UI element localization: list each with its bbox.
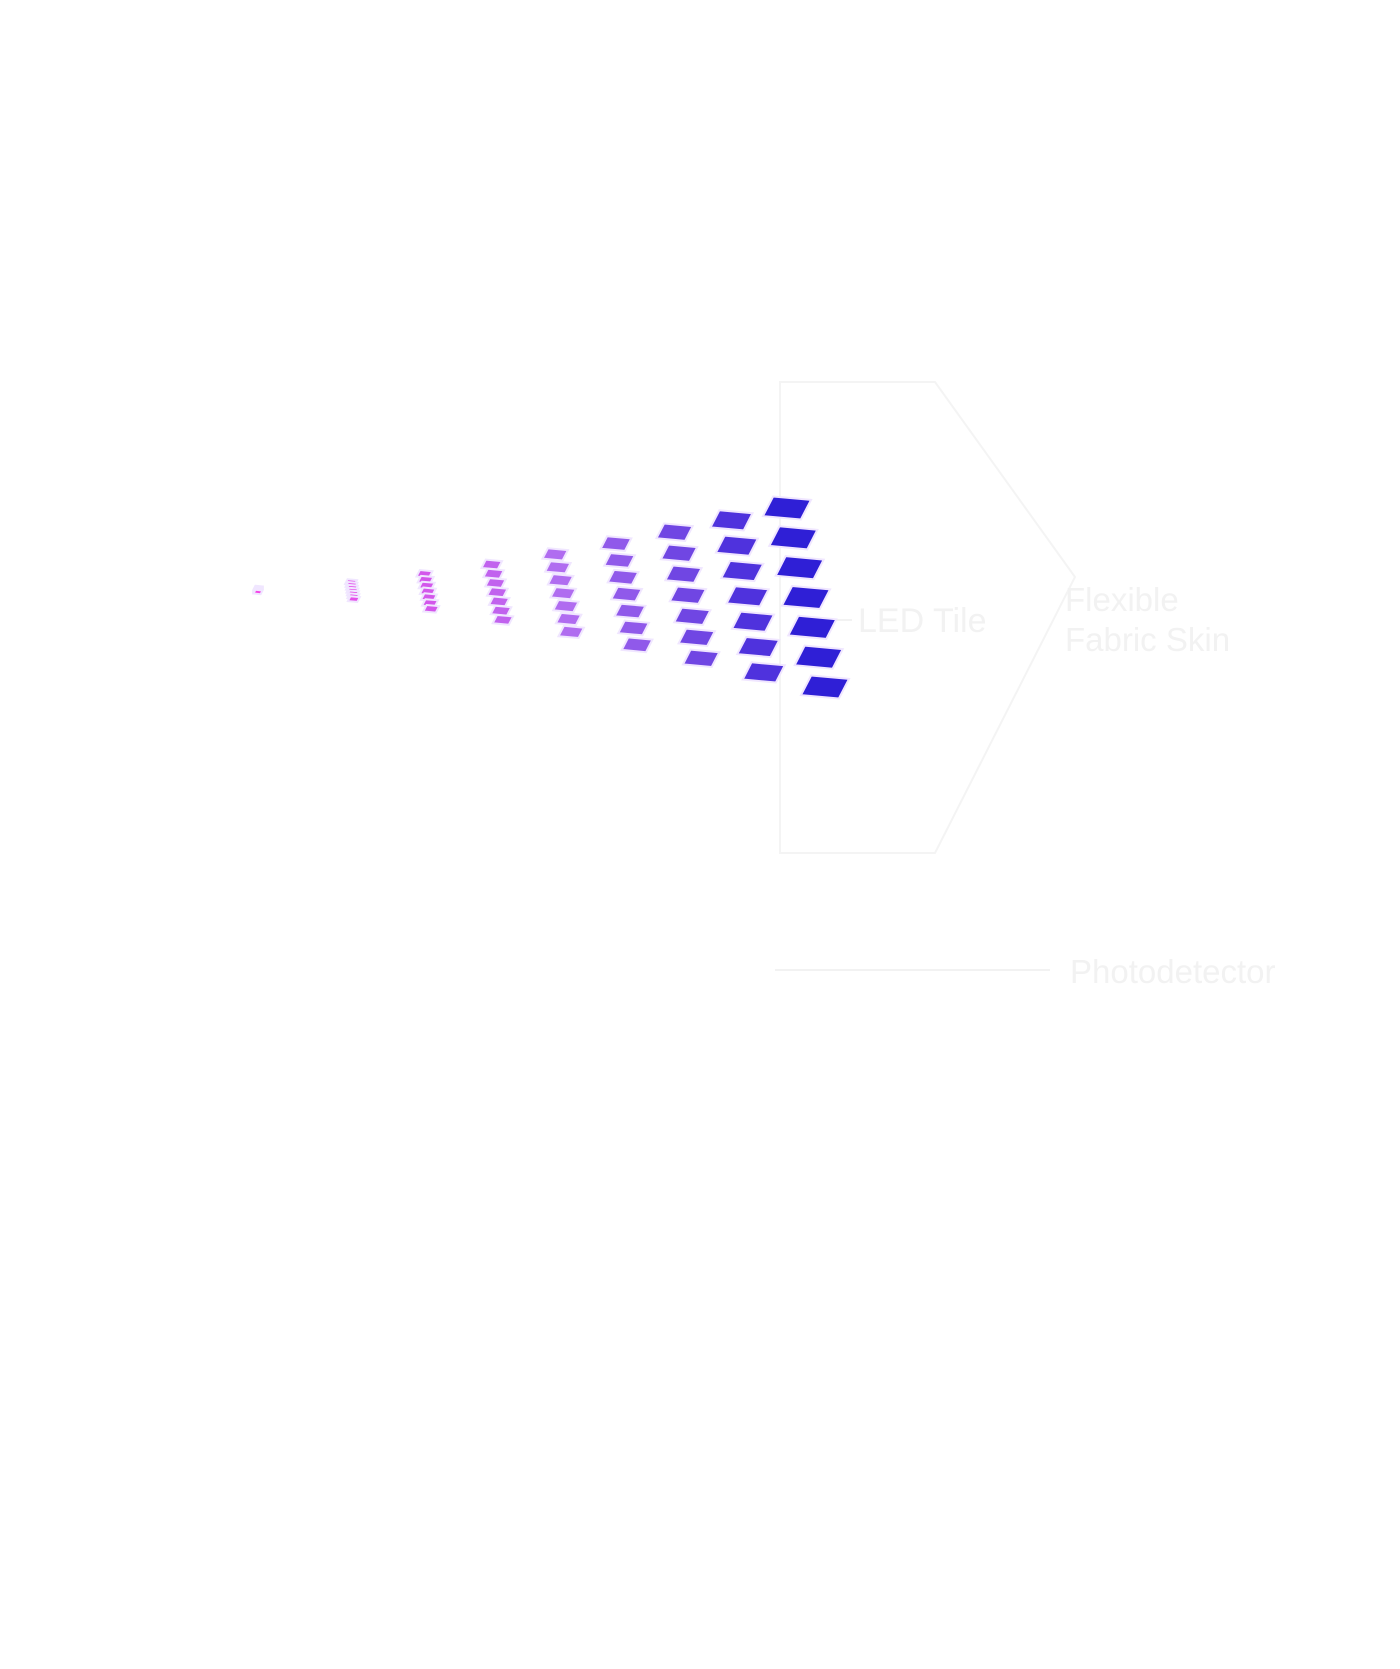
led-tile bbox=[668, 585, 708, 605]
led-tile bbox=[654, 522, 695, 542]
fabric-skin-outline bbox=[779, 381, 1077, 854]
led-tile-label: LED Tile bbox=[858, 602, 987, 640]
led-tile bbox=[554, 611, 583, 627]
led-tile bbox=[719, 559, 765, 583]
led-tile bbox=[543, 560, 573, 575]
led-tile bbox=[483, 577, 508, 589]
led-tile bbox=[681, 648, 721, 669]
led-tile bbox=[730, 610, 776, 633]
led-tile bbox=[793, 644, 845, 670]
led-tile bbox=[780, 584, 832, 611]
led-tile bbox=[491, 613, 515, 626]
led-tile bbox=[421, 603, 441, 614]
led-tile bbox=[708, 509, 755, 532]
led-tile-grid bbox=[251, 495, 851, 700]
led-tile bbox=[556, 624, 586, 640]
led-tile bbox=[606, 568, 640, 586]
led-tile bbox=[346, 595, 362, 603]
led-tile bbox=[725, 585, 771, 608]
led-tile bbox=[774, 555, 826, 581]
led-tile bbox=[551, 598, 581, 614]
led-tile bbox=[761, 495, 813, 521]
led-tile bbox=[741, 661, 787, 684]
led-tile bbox=[540, 547, 570, 562]
led-tile bbox=[251, 588, 265, 596]
led-tile bbox=[799, 674, 851, 700]
led-tile bbox=[767, 525, 819, 551]
led-tile bbox=[609, 585, 644, 603]
led-tile bbox=[481, 567, 506, 580]
led-tile bbox=[599, 535, 633, 552]
led-tile bbox=[616, 619, 651, 637]
led-tile bbox=[663, 564, 704, 584]
led-tile bbox=[602, 552, 637, 569]
led-tile bbox=[548, 586, 578, 601]
fabric-skin-label: Flexible Fabric Skin bbox=[1065, 581, 1231, 658]
led-tile bbox=[489, 604, 513, 617]
led-tile bbox=[546, 573, 575, 588]
led-tile bbox=[735, 635, 781, 659]
led-tile bbox=[479, 558, 504, 571]
photodetector-label: Photodetector bbox=[1070, 953, 1276, 990]
led-tile bbox=[677, 627, 717, 648]
led-tile bbox=[714, 534, 760, 557]
led-tile bbox=[487, 595, 511, 608]
led-tile bbox=[485, 586, 510, 599]
led-tile bbox=[672, 606, 712, 627]
led-tile bbox=[659, 543, 699, 563]
led-tile bbox=[786, 614, 838, 640]
led-tile bbox=[620, 636, 654, 654]
led-tile bbox=[613, 602, 647, 620]
